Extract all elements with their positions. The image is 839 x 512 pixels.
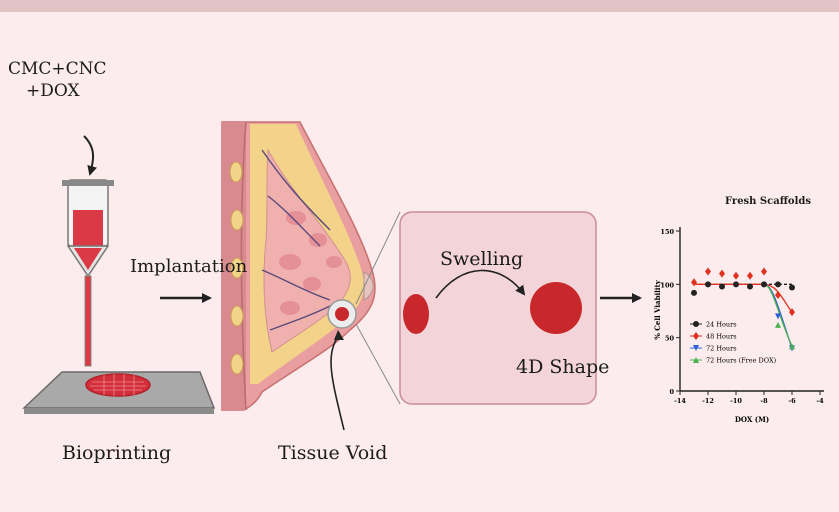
data-point bbox=[733, 272, 739, 280]
printed-scaffold bbox=[86, 374, 150, 396]
data-point bbox=[693, 332, 699, 340]
data-point bbox=[761, 281, 767, 287]
data-point bbox=[691, 278, 697, 286]
bioprinting-label: Bioprinting bbox=[62, 442, 171, 464]
x-tick-label: -4 bbox=[816, 397, 824, 405]
data-point bbox=[789, 285, 795, 291]
shape-4d-label: 4D Shape bbox=[516, 356, 609, 378]
scaffold-swollen bbox=[530, 282, 582, 334]
data-point bbox=[719, 283, 725, 289]
input-label-line1: CMC+CNC bbox=[8, 58, 107, 80]
legend-entry: 72 Hours (Free DOX) bbox=[706, 357, 777, 365]
tissue-void bbox=[328, 300, 356, 328]
data-point bbox=[691, 290, 697, 296]
legend-entry: 48 Hours bbox=[706, 333, 737, 341]
legend-entry: 72 Hours bbox=[706, 345, 737, 353]
tissue-void-label: Tissue Void bbox=[278, 442, 387, 464]
y-tick-label: 0 bbox=[669, 388, 674, 396]
data-point bbox=[747, 272, 753, 280]
y-tick-label: 50 bbox=[665, 335, 675, 343]
x-tick-label: -6 bbox=[788, 397, 796, 405]
data-point bbox=[747, 283, 753, 289]
data-point bbox=[761, 268, 767, 276]
input-materials-label: CMC+CNC +DOX bbox=[8, 58, 107, 102]
data-point bbox=[705, 268, 711, 276]
y-tick-label: 150 bbox=[660, 228, 674, 236]
zoom-line-bottom bbox=[356, 324, 400, 404]
x-tick-label: -8 bbox=[760, 397, 768, 405]
tissue-void-pointer bbox=[331, 334, 344, 430]
data-point bbox=[733, 281, 739, 287]
x-tick-label: -10 bbox=[730, 397, 742, 405]
data-point bbox=[775, 281, 781, 287]
top-border bbox=[0, 0, 839, 12]
chart-title: Fresh Scaffolds bbox=[725, 196, 811, 207]
data-point bbox=[705, 281, 711, 287]
implantation-label: Implantation bbox=[130, 256, 247, 277]
data-point bbox=[719, 270, 725, 278]
x-tick-label: -14 bbox=[674, 397, 686, 405]
x-axis-label: DOX (M) bbox=[735, 415, 769, 424]
data-point bbox=[775, 291, 781, 299]
x-tick-label: -12 bbox=[702, 397, 714, 405]
scaffold-small bbox=[403, 294, 429, 334]
legend-entry: 24 Hours bbox=[706, 321, 737, 329]
y-tick-label: 100 bbox=[660, 281, 674, 289]
data-point bbox=[693, 321, 699, 327]
input-label-line2: +DOX bbox=[8, 80, 107, 102]
data-point bbox=[775, 322, 781, 328]
input-arrow bbox=[84, 136, 93, 174]
bioprinter-syringe bbox=[62, 180, 114, 366]
swelling-label: Swelling bbox=[440, 248, 523, 270]
